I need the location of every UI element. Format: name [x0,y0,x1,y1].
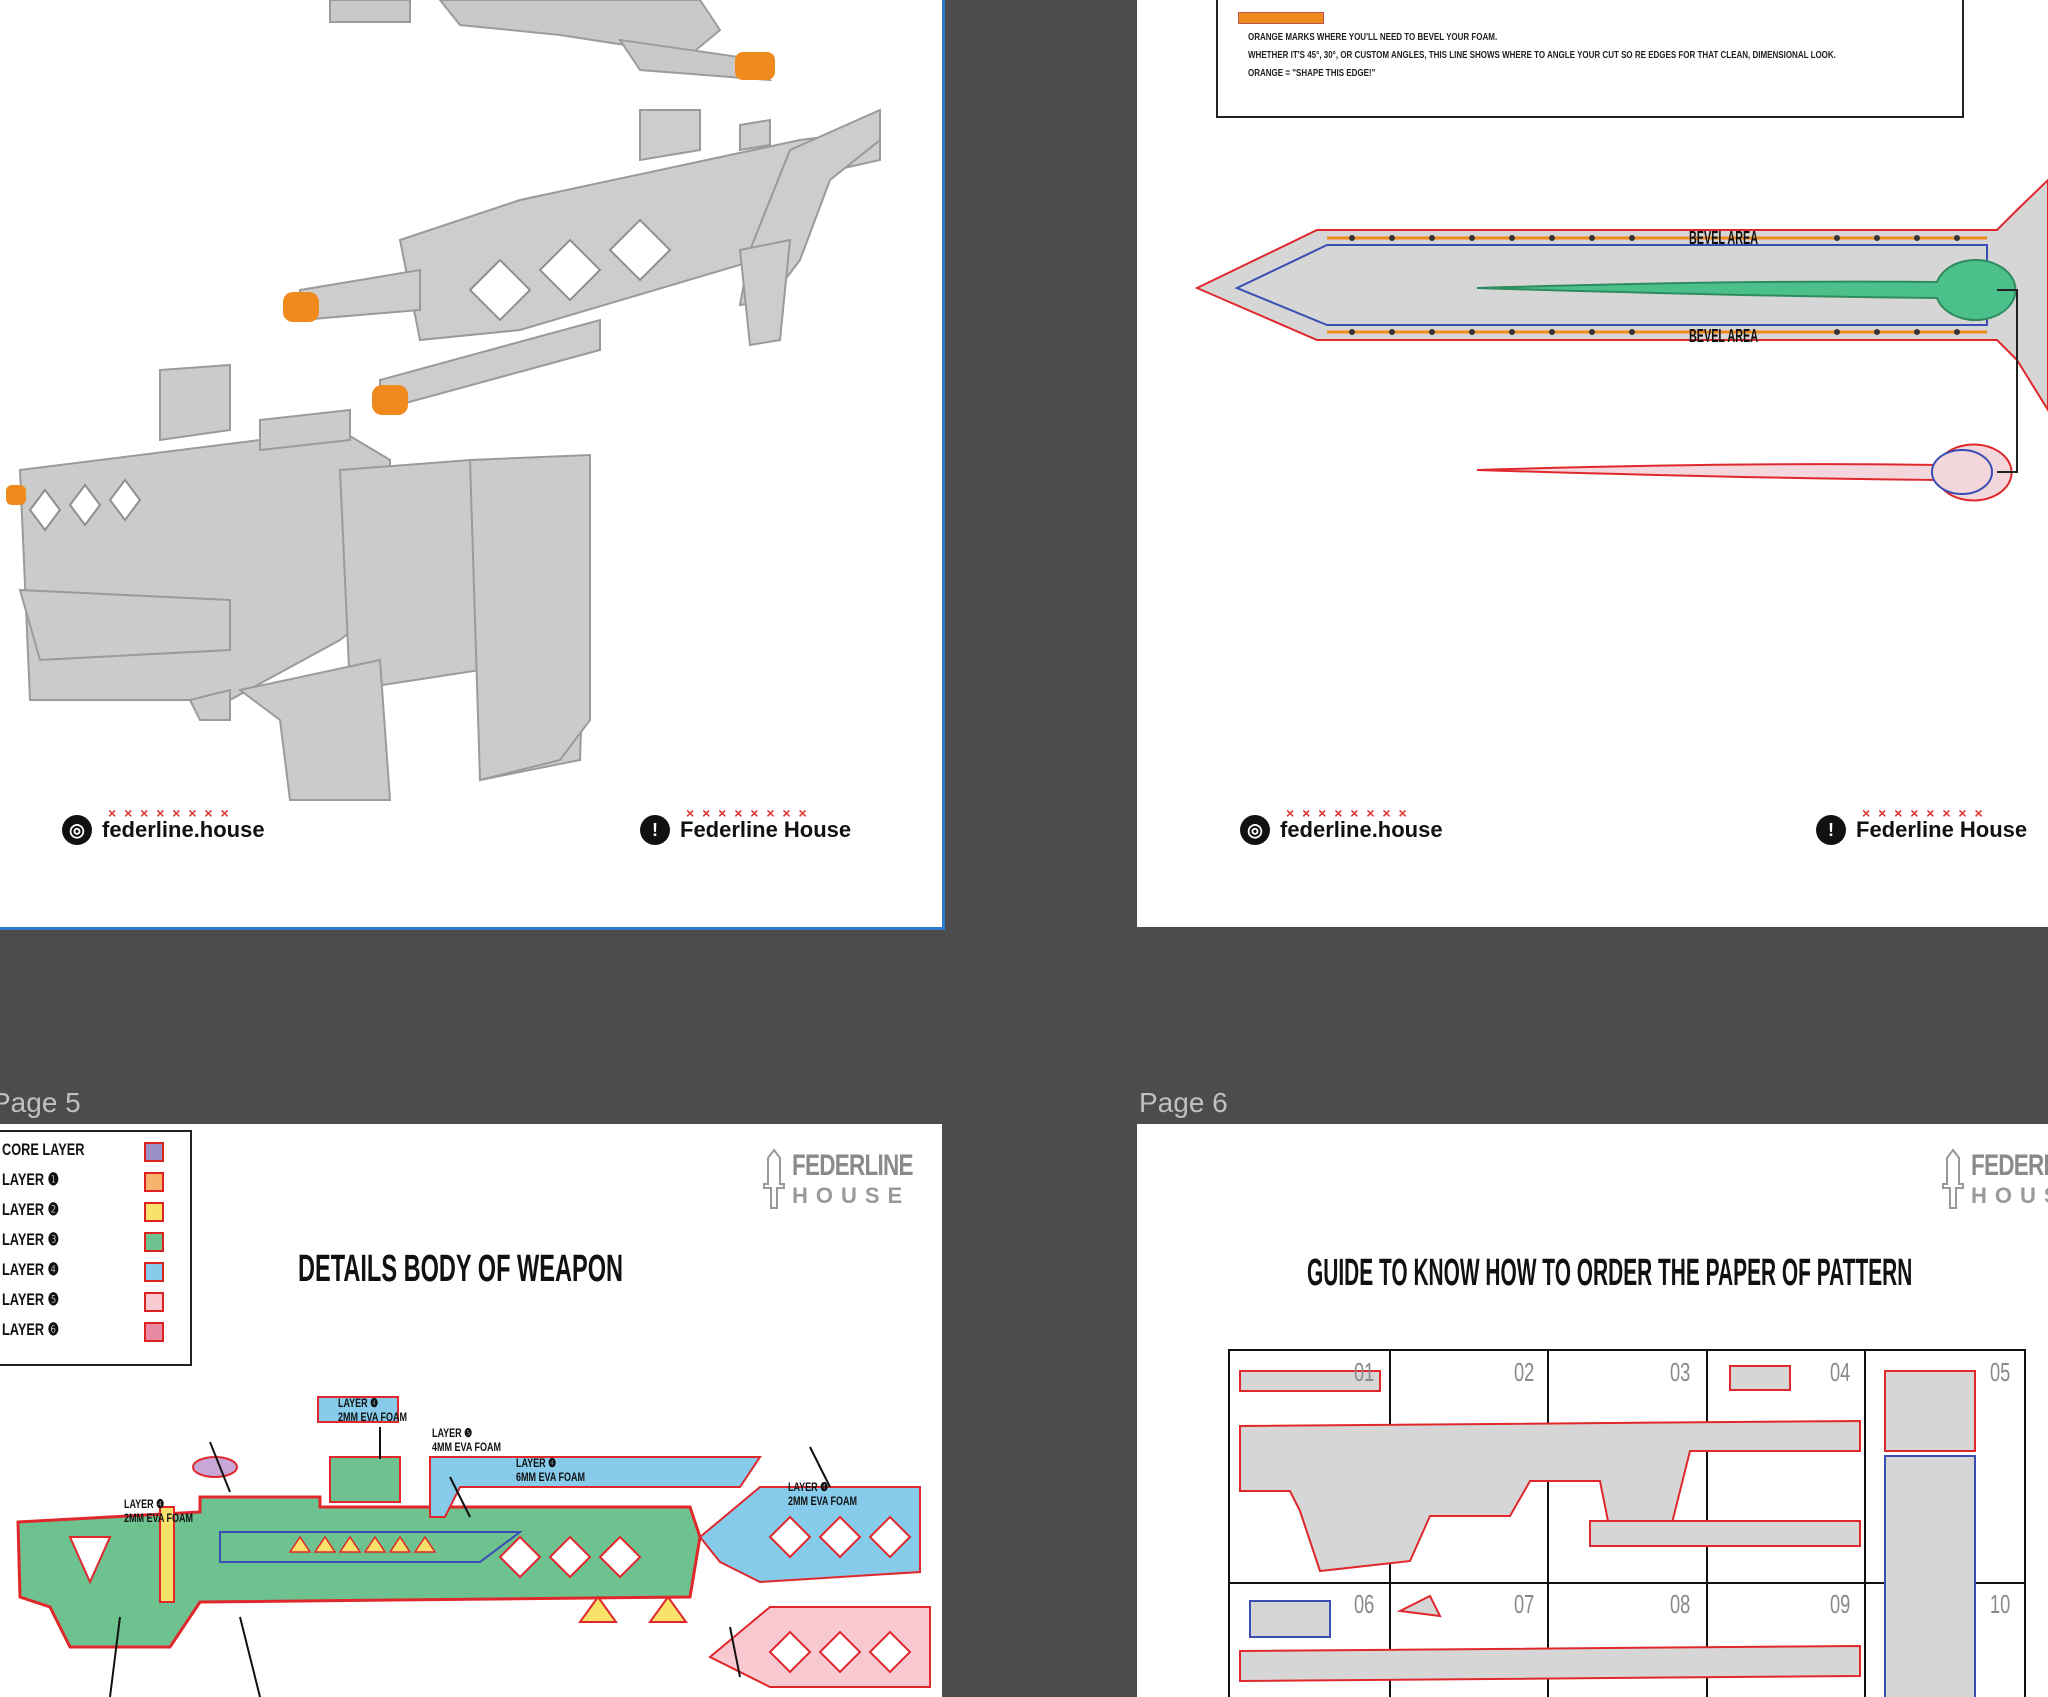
legend-label: LAYER ❻ [2,1320,60,1339]
page-6[interactable]: FEDERLINE HOUSE GUIDE TO KNOW HOW TO ORD… [1137,1124,2048,1697]
cell-number: 08 [1670,1589,1691,1619]
instructions-box: ORANGE MARKS WHERE YOU'LL NEED TO BEVEL … [1216,0,1964,118]
page-5[interactable]: CORE LAYER LAYER ❶ LAYER ❷ LAYER ❸ LAYER… [0,1124,942,1697]
cell-number: 10 [1990,1589,2011,1619]
callout-label: 2MM EVA FOAM [338,1410,407,1424]
page-label-6: Page 6 [1139,1087,1228,1118]
legend-swatch [144,1292,164,1312]
instagram-footer: ◎ federline.house [1240,805,1443,845]
pattern-order-grid: 01 02 03 04 05 06 07 08 09 10 [1228,1349,2026,1697]
page-label-5: Page 5 [0,1087,81,1118]
instagram-icon: ◎ [62,815,92,845]
legend-label: LAYER ❶ [2,1170,60,1189]
bevel-area-label-top: BEVEL AREA [1689,228,1759,248]
page-title: DETAILS BODY OF WEAPON [298,1248,624,1290]
page-top-right[interactable]: ORANGE MARKS WHERE YOU'LL NEED TO BEVEL … [1137,0,2048,927]
legend-label: LAYER ❷ [2,1200,60,1219]
orange-line-sample [1238,12,1324,24]
legend-swatch [144,1322,164,1342]
callout-label: LAYER ❹ [124,1497,165,1511]
brand-footer: ! Federline House [1816,805,2027,845]
weapon-body-diagram [16,1396,931,1697]
callout-label: 6MM EVA FOAM [516,1470,585,1484]
legend-swatch [144,1232,164,1252]
cell-number: 01 [1354,1357,1375,1387]
legend-label: LAYER ❹ [2,1260,60,1279]
brand-icon: ! [640,815,670,845]
instagram-icon: ◎ [1240,815,1270,845]
brand-icon: ! [1816,815,1846,845]
layer-legend: CORE LAYER LAYER ❶ LAYER ❷ LAYER ❸ LAYER… [0,1130,192,1366]
federline-logo: FEDERLINE HOUSE [1941,1148,2048,1210]
pattern-pieces [1230,1351,2024,1697]
legend-label: CORE LAYER [2,1140,85,1159]
cell-number: 09 [1830,1589,1851,1619]
legend-swatch [144,1202,164,1222]
instruction-line-3: ORANGE = "SHAPE THIS EDGE!" [1248,68,1376,79]
cell-number: 05 [1990,1357,2011,1387]
cell-number: 07 [1514,1589,1535,1619]
logo-text-2: HOUSE [792,1183,911,1208]
legend-swatch [144,1262,164,1282]
bevel-area-label-bottom: BEVEL AREA [1689,326,1759,346]
logo-text-2: HOUSE [1971,1183,2048,1208]
brand-footer: ! Federline House [640,805,851,845]
page-title: GUIDE TO KNOW HOW TO ORDER THE PAPER OF … [1307,1252,1913,1294]
instruction-line-2: WHETHER IT'S 45°, 30°, OR CUSTOM ANGLES,… [1248,50,1836,61]
logo-text-1: FEDERLINE [792,1149,914,1182]
cell-number: 02 [1514,1357,1535,1387]
callout-label: LAYER ❹ [516,1456,557,1470]
callout-label: 2MM EVA FOAM [788,1494,857,1508]
legend-label: LAYER ❺ [2,1290,60,1309]
rifle-render-image [6,0,881,801]
callout-label: LAYER ❹ [788,1480,829,1494]
legend-label: LAYER ❸ [2,1230,60,1249]
legend-swatch [144,1172,164,1192]
callout-label: 2MM EVA FOAM [124,1511,193,1525]
sword-pattern [1194,178,2048,502]
sword-logo-icon [763,1148,785,1209]
federline-logo: FEDERLINE HOUSE [762,1148,942,1210]
logo-text-1: FEDERLINE [1971,1149,2048,1182]
legend-swatch [144,1142,164,1162]
cell-number: 06 [1354,1589,1375,1619]
callout-label: LAYER ❺ [432,1426,473,1440]
instruction-line-1: ORANGE MARKS WHERE YOU'LL NEED TO BEVEL … [1248,32,1498,43]
sword-logo-icon [1942,1148,1964,1209]
callout-label: LAYER ❹ [338,1396,379,1410]
cell-number: 04 [1830,1357,1851,1387]
cell-number: 03 [1670,1357,1691,1387]
callout-label: 4MM EVA FOAM [432,1440,501,1454]
page-top-left[interactable]: ◎ federline.house ! Federline House [0,0,945,930]
instagram-footer: ◎ federline.house [62,805,265,845]
